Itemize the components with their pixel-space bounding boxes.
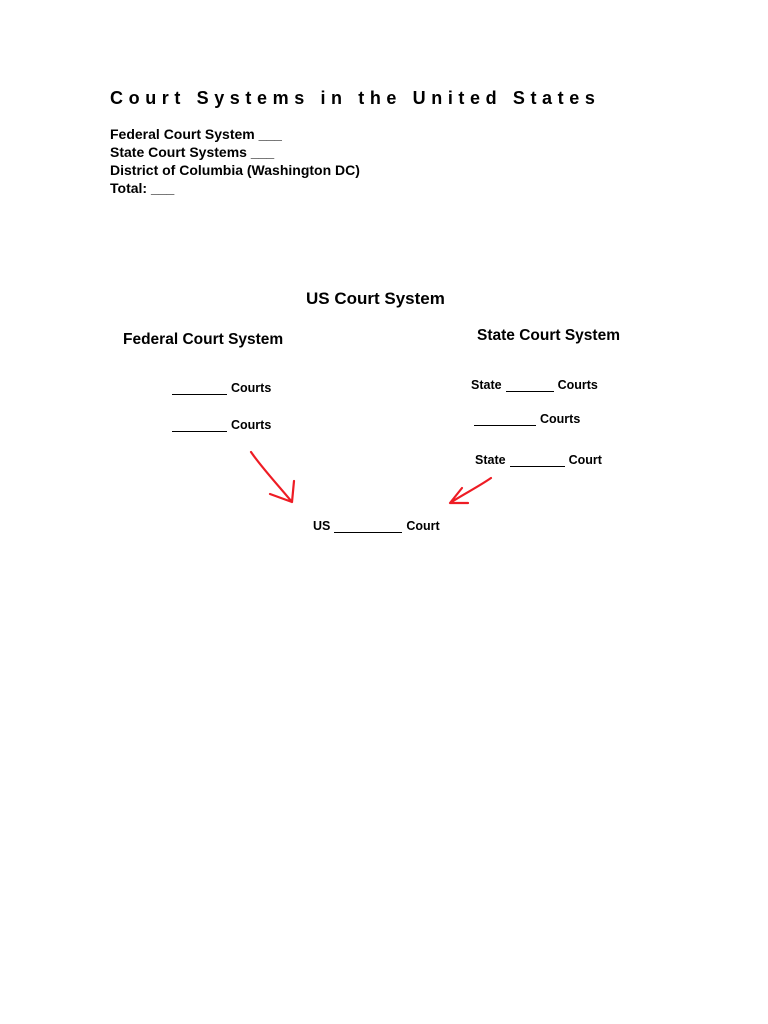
page-title: Court Systems in the United States	[110, 88, 601, 108]
state-row-1: State Courts	[471, 378, 598, 392]
answer-blank	[172, 419, 227, 432]
answer-blank	[505, 379, 554, 392]
row-prefix: US	[313, 519, 331, 533]
answer-blank	[334, 520, 403, 533]
info-line-dc: District of Columbia (Washington DC)	[110, 162, 360, 178]
row-suffix: Court	[406, 519, 440, 533]
answer-blank	[474, 413, 536, 426]
arrow-left	[249, 450, 296, 504]
row-suffix: Courts	[557, 378, 598, 392]
state-row-3: State Court	[475, 453, 602, 467]
row-suffix: Court	[568, 453, 602, 467]
row-suffix: Courts	[231, 418, 272, 432]
federal-row-1: Courts	[172, 381, 271, 395]
info-line-state: State Court Systems ___	[110, 144, 275, 160]
answer-blank	[172, 382, 227, 395]
state-heading: State Court System	[477, 327, 620, 344]
row-prefix: State	[471, 378, 502, 392]
arrow-right	[448, 476, 493, 505]
row-suffix: Courts	[540, 412, 581, 426]
row-suffix: Courts	[231, 381, 272, 395]
answer-blank	[509, 454, 565, 467]
diagram-title: US Court System	[306, 289, 445, 308]
federal-heading: Federal Court System	[123, 331, 284, 348]
federal-row-2: Courts	[172, 418, 271, 432]
state-row-2: Courts	[474, 412, 580, 426]
us-court-row: US Court	[313, 519, 440, 533]
row-prefix: State	[475, 453, 506, 467]
info-line-total: Total: ___	[110, 180, 175, 196]
info-line-federal: Federal Court System ___	[110, 126, 282, 142]
